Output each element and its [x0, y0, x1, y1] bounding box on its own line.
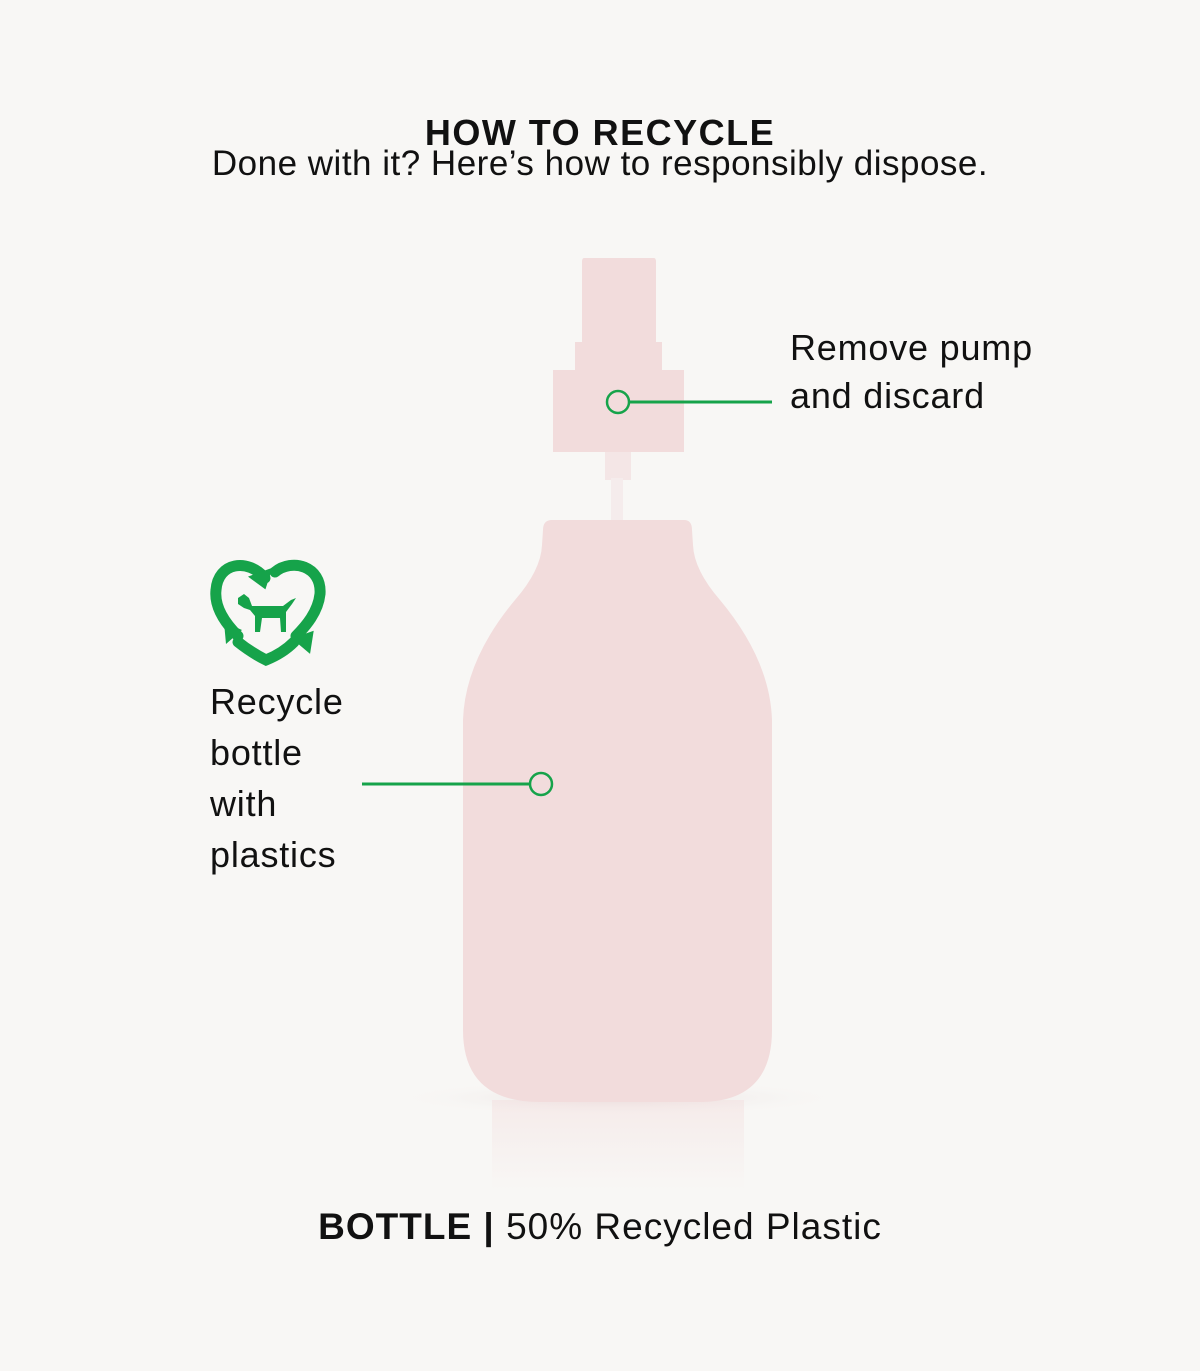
material-text: 50% Recycled Plastic	[506, 1206, 882, 1247]
pump-callout-label: Remove pump and discard	[790, 324, 1033, 420]
page-title: HOW TO RECYCLE	[424, 112, 776, 154]
part-label: BOTTLE	[318, 1206, 473, 1247]
bottle-callout-line3: with	[210, 783, 278, 824]
pump-stem	[605, 450, 631, 480]
recycle-heart-dog-icon	[210, 559, 326, 667]
bottle-body	[463, 520, 772, 1102]
material-info: BOTTLE | 50% Recycled Plastic	[0, 1206, 1200, 1248]
bottle-reflection	[492, 1100, 744, 1190]
pump-tube	[611, 478, 623, 523]
page-subtitle: Done with it? Here’s how to responsibly …	[211, 144, 989, 183]
pump-callout-line2: and discard	[790, 375, 985, 416]
bottle-callout-marker	[528, 771, 554, 797]
bottle-callout-line4: plastics	[210, 834, 337, 875]
bottle-callout-line2: bottle	[210, 732, 303, 773]
pump-head	[553, 258, 684, 452]
bottle-callout-label: Recycle bottle with plastics	[210, 676, 370, 880]
pump-callout-marker	[605, 389, 631, 415]
pump-callout-line1: Remove pump	[790, 327, 1033, 368]
bottle-callout-line1: Recycle	[210, 681, 344, 722]
separator: |	[483, 1206, 495, 1247]
